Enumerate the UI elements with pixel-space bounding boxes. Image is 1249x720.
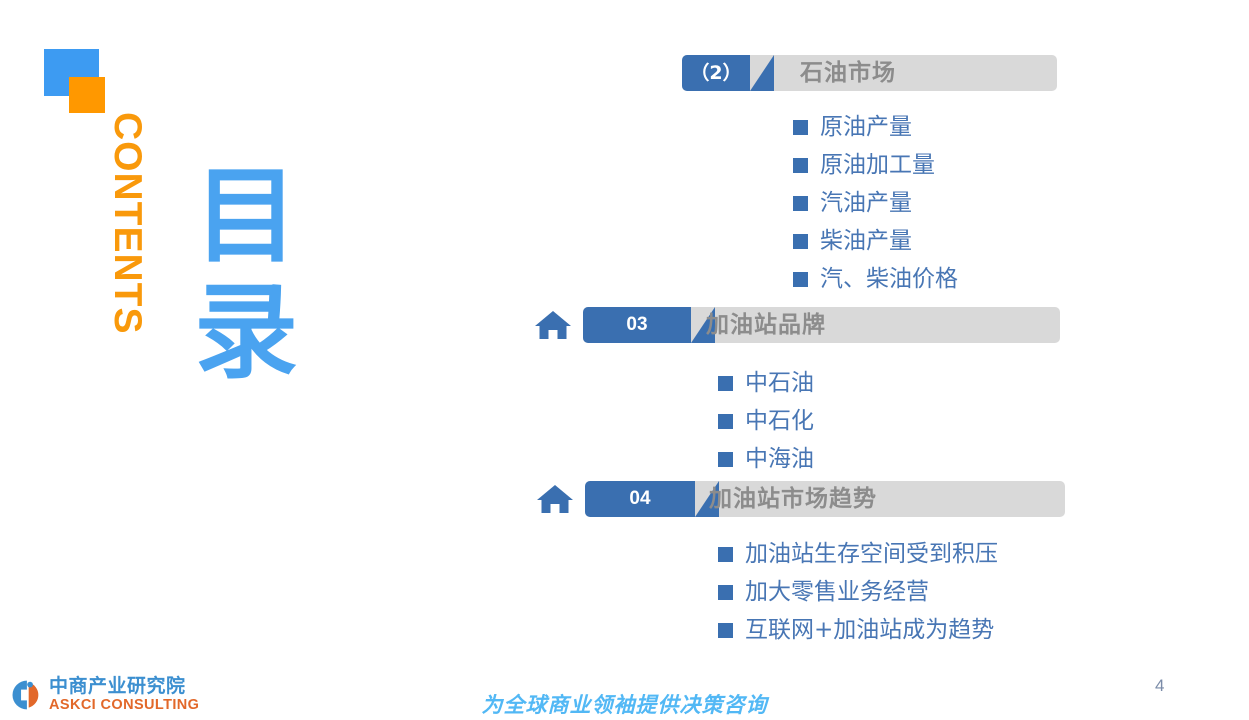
section-title: 石油市场 <box>800 60 896 86</box>
bullet-item[interactable]: 加油站生存空间受到积压 <box>718 535 998 573</box>
section-bullet-list: 原油产量原油加工量汽油产量柴油产量汽、柴油价格 <box>793 108 958 298</box>
section-title: 加油站市场趋势 <box>709 486 877 512</box>
bullet-item[interactable]: 加大零售业务经营 <box>718 573 998 611</box>
bullet-item[interactable]: 中石化 <box>718 402 814 440</box>
bullet-item[interactable]: 互联网+加油站成为趋势 <box>718 611 998 649</box>
square-bullet-icon <box>793 119 808 135</box>
section-number-block <box>682 55 774 91</box>
bullet-item[interactable]: 柴油产量 <box>793 222 958 260</box>
section-number-label: 04 <box>629 488 651 509</box>
square-bullet-icon <box>793 271 808 287</box>
bullet-label: 柴油产量 <box>820 227 912 254</box>
bullet-label: 加油站生存空间受到积压 <box>745 540 998 567</box>
square-bullet-icon <box>793 195 808 211</box>
section-header-bar[interactable]: （2） 石油市场 <box>682 55 1057 91</box>
section-header-bar[interactable]: 03 加油站品牌 <box>533 307 1060 343</box>
section-number-label: 03 <box>626 314 648 335</box>
contents-heading-en-text: CONTENTS <box>106 112 149 335</box>
bullet-item[interactable]: 汽、柴油价格 <box>793 260 958 298</box>
bullet-label: 原油产量 <box>820 113 912 140</box>
bullet-item[interactable]: 中海油 <box>718 440 814 478</box>
contents-heading-cn-char: 录 <box>193 271 298 394</box>
square-bullet-icon <box>718 451 733 467</box>
footer-slogan: 为全球商业领袖提供决策咨询 <box>481 692 768 717</box>
bullet-label: 加大零售业务经营 <box>745 578 929 605</box>
bullet-label: 中石化 <box>745 407 814 434</box>
square-bullet-icon <box>718 546 733 562</box>
bullet-label: 互联网+加油站成为趋势 <box>745 616 995 643</box>
square-bullet-icon <box>718 584 733 600</box>
contents-heading-cn-char: 目 <box>193 155 298 277</box>
page-number: 4 <box>1155 676 1165 695</box>
square-bullet-icon <box>793 157 808 173</box>
square-bullet-icon <box>793 233 808 249</box>
section-bullet-list: 加油站生存空间受到积压加大零售业务经营互联网+加油站成为趋势 <box>718 535 998 649</box>
askci-logo-icon <box>12 680 39 710</box>
section-number-block <box>585 481 719 517</box>
bullet-label: 中海油 <box>745 445 814 472</box>
bullet-label: 原油加工量 <box>820 151 935 178</box>
home-icon[interactable] <box>535 479 575 519</box>
bullet-label: 中石油 <box>745 369 814 396</box>
section-title: 加油站品牌 <box>706 312 826 338</box>
bullet-item[interactable]: 汽油产量 <box>793 184 958 222</box>
footer-logo-cn: 中商产业研究院 <box>49 675 186 698</box>
decorative-orange-square <box>69 77 105 113</box>
square-bullet-icon <box>718 413 733 429</box>
home-icon[interactable] <box>533 305 573 345</box>
bullet-label: 汽油产量 <box>820 189 912 216</box>
contents-heading-en: CONTENTS <box>106 112 169 362</box>
bullet-item[interactable]: 中石油 <box>718 364 814 402</box>
bullet-label: 汽、柴油价格 <box>820 265 958 292</box>
footer-logo-en: ASKCI CONSULTING <box>49 697 200 714</box>
section-number-label: （2） <box>690 62 742 84</box>
section-number-block <box>583 307 715 343</box>
bullet-item[interactable]: 原油加工量 <box>793 146 958 184</box>
footer-logo: 中商产业研究院 ASKCI CONSULTING <box>8 677 199 713</box>
square-bullet-icon <box>718 622 733 638</box>
section-header-bar[interactable]: 04 加油站市场趋势 <box>535 481 1065 517</box>
section-bullet-list: 中石油中石化中海油 <box>718 364 814 478</box>
contents-heading-cn: 目录 <box>190 158 302 391</box>
footer-logo-text: 中商产业研究院 ASKCI CONSULTING <box>49 677 199 713</box>
square-bullet-icon <box>718 375 733 391</box>
bullet-item[interactable]: 原油产量 <box>793 108 958 146</box>
